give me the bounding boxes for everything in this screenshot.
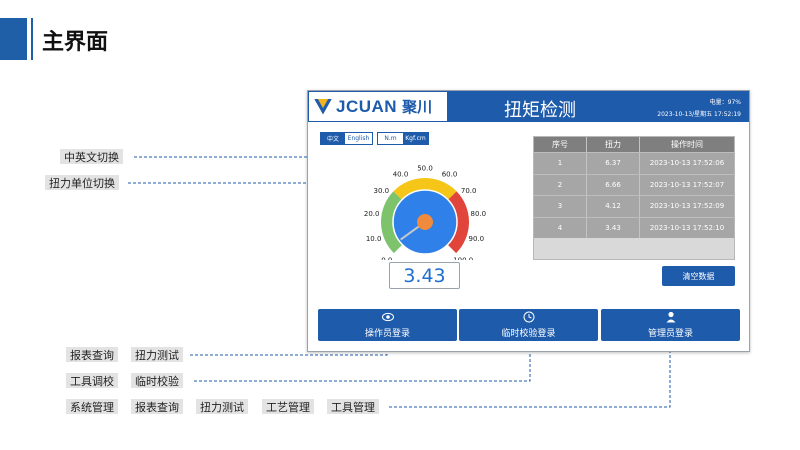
torque-value-display: 3.43 bbox=[389, 262, 460, 289]
table-header: 序号 扭力 操作时间 bbox=[534, 137, 734, 152]
gauge-tick-label: 30.0 bbox=[374, 187, 390, 195]
annotation-temp-item: 工具调校 bbox=[66, 373, 118, 388]
gauge-tick-label: 50.0 bbox=[417, 165, 433, 173]
annotation-admin-item: 报表查询 bbox=[131, 399, 183, 414]
eye-icon bbox=[381, 312, 394, 323]
cell-torque: 6.37 bbox=[587, 153, 640, 174]
cell-time: 2023-10-13 17:52:10 bbox=[649, 223, 725, 232]
cell-time: 2023-10-13 17:52:07 bbox=[649, 180, 725, 189]
admin-login-button[interactable]: 管理员登录 bbox=[601, 309, 740, 341]
temp-calibration-login-label: 临时校验登录 bbox=[501, 328, 556, 339]
cell-torque: 4.12 bbox=[587, 196, 640, 217]
col-header-time: 操作时间 bbox=[671, 140, 703, 149]
col-header-index: 序号 bbox=[534, 137, 587, 152]
gauge-tick-label: 100.0 bbox=[453, 257, 473, 260]
annotation-admin-item: 工具管理 bbox=[327, 399, 379, 414]
language-toggle[interactable]: 中文 English bbox=[320, 132, 373, 145]
gauge-yellow-zone bbox=[393, 178, 457, 200]
annotation-admin-item: 扭力测试 bbox=[196, 399, 248, 414]
gauge-red-zone bbox=[447, 191, 469, 254]
annotation-temp-item: 临时校验 bbox=[131, 373, 183, 388]
language-chinese-option[interactable]: 中文 bbox=[321, 133, 345, 144]
table-row: 1 6.37 2023-10-13 17:52:06 bbox=[534, 152, 734, 174]
brand-logo: JCUAN 聚川 bbox=[309, 92, 447, 121]
table-row: 2 6.66 2023-10-13 17:52:07 bbox=[534, 173, 734, 195]
cell-torque: 6.66 bbox=[587, 174, 640, 195]
title-accent-line bbox=[31, 18, 33, 60]
cell-index: 4 bbox=[534, 217, 587, 238]
gauge-tick-label: 40.0 bbox=[393, 170, 409, 178]
unit-toggle[interactable]: N.m Kgf.cm bbox=[377, 132, 429, 145]
records-table: 序号 扭力 操作时间 1 6.37 2023-10-13 17:52:06 2 … bbox=[533, 136, 735, 260]
clock-icon bbox=[523, 311, 535, 323]
annotation-operator-item: 扭力测试 bbox=[131, 347, 183, 362]
cell-index: 1 bbox=[534, 153, 587, 174]
cell-time: 2023-10-13 17:52:09 bbox=[649, 202, 725, 211]
clear-data-button[interactable]: 清空数据 bbox=[662, 266, 735, 286]
torque-gauge: 0.0 10.0 20.0 30.0 40.0 50.0 60.0 70.0 80.0 90.0 1… bbox=[364, 165, 487, 261]
annotation-admin-item: 系统管理 bbox=[66, 399, 118, 414]
battery-status: 电量：97% bbox=[709, 99, 741, 106]
user-icon bbox=[665, 311, 677, 323]
admin-login-label: 管理员登录 bbox=[647, 328, 693, 339]
screen-title: 扭矩检测 bbox=[504, 100, 576, 121]
datetime: 2023-10-13/星期五 17:52:19 bbox=[657, 111, 741, 118]
annotation-operator-item: 报表查询 bbox=[66, 347, 118, 362]
temp-calibration-login-button[interactable]: 临时校验登录 bbox=[459, 309, 598, 341]
gauge-tick-label: 60.0 bbox=[442, 170, 458, 178]
operator-login-label: 操作员登录 bbox=[364, 328, 410, 339]
annotation-unit-switch: 扭力单位切换 bbox=[45, 175, 119, 190]
brand-name-cn: 聚川 bbox=[402, 98, 433, 116]
title-accent-bar bbox=[0, 18, 27, 60]
language-english-option[interactable]: English bbox=[345, 133, 372, 144]
gauge-tick-label: 80.0 bbox=[471, 210, 487, 218]
annotation-language-switch: 中英文切换 bbox=[60, 149, 123, 164]
gauge-tick-label: 20.0 bbox=[364, 210, 380, 218]
table-row: 3 4.12 2023-10-13 17:52:09 bbox=[534, 195, 734, 217]
cell-torque: 3.43 bbox=[587, 217, 640, 238]
operator-login-button[interactable]: 操作员登录 bbox=[318, 309, 457, 341]
gauge-tick-label: 0.0 bbox=[381, 257, 392, 260]
gauge-hub bbox=[417, 214, 433, 230]
screen-header: JCUAN 聚川 扭矩检测 电量：97% 2023-10-13/星期五 17:5… bbox=[308, 91, 749, 122]
table-row: 4 3.43 2023-10-13 17:52:10 bbox=[534, 216, 734, 238]
brand-mark-icon bbox=[314, 98, 332, 115]
cell-index: 2 bbox=[534, 174, 587, 195]
gauge-tick-label: 10.0 bbox=[366, 235, 382, 243]
unit-kgfcm-option[interactable]: Kgf.cm bbox=[403, 133, 428, 144]
cell-time: 2023-10-13 17:52:06 bbox=[649, 159, 725, 168]
col-header-torque: 扭力 bbox=[587, 137, 640, 152]
gauge-green-zone bbox=[381, 191, 403, 254]
brand-name: JCUAN bbox=[336, 96, 398, 116]
cell-index: 3 bbox=[534, 196, 587, 217]
gauge-tick-label: 90.0 bbox=[469, 235, 485, 243]
page-title: 主界面 bbox=[42, 30, 109, 55]
annotation-admin-item: 工艺管理 bbox=[262, 399, 314, 414]
unit-nm-option[interactable]: N.m bbox=[378, 133, 403, 144]
gauge-tick-label: 70.0 bbox=[461, 187, 477, 195]
